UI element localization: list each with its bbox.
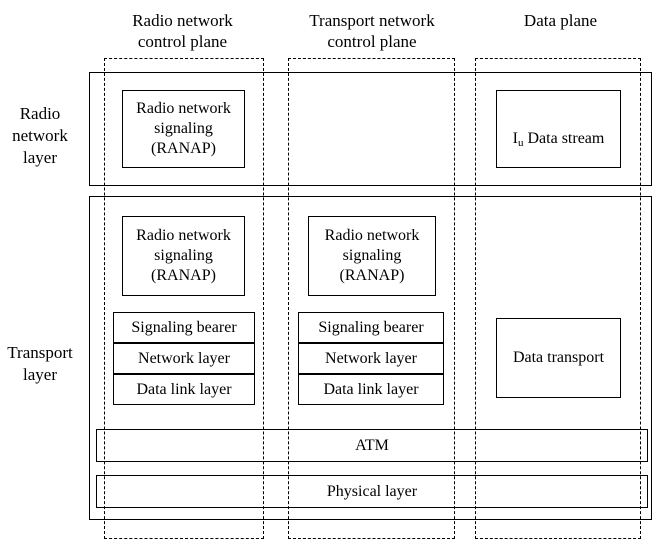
column-header-radio-network-control-plane: Radio network control plane <box>132 11 233 52</box>
row-label-radio-network-layer: Radio network layer <box>12 104 68 167</box>
transport-network-control-plane-frame <box>288 58 455 539</box>
data-transport-box: Data transport <box>496 318 621 398</box>
data-plane-frame <box>475 58 641 539</box>
transport-col2-data-link-layer: Data link layer <box>298 374 444 405</box>
transport-col1-network-layer: Network layer <box>113 343 255 374</box>
physical-layer-bar: Physical layer <box>96 475 648 508</box>
transport-col2-signaling-bearer: Signaling bearer <box>298 312 444 343</box>
radio-network-signaling-box: Radio network signaling (RANAP) <box>122 90 245 168</box>
row-label-transport-layer: Transport layer <box>7 343 73 384</box>
iu-data-stream-subscript: u <box>517 137 524 149</box>
transport-layer-frame <box>89 196 652 520</box>
radio-network-control-plane-frame <box>104 58 264 539</box>
transport-col2-network-layer: Network layer <box>298 343 444 374</box>
column-header-data-plane: Data plane <box>523 11 598 30</box>
iu-data-stream-label: Data stream <box>523 130 605 147</box>
radio-network-layer-frame <box>89 72 652 186</box>
iu-data-stream-main: I <box>512 130 518 147</box>
atm-bar: ATM <box>96 429 648 462</box>
transport-col1-signaling-bearer: Signaling bearer <box>113 312 255 343</box>
transport-col1-data-link-layer: Data link layer <box>113 374 255 405</box>
iu-data-stream-box: Iu Data stream <box>496 90 621 168</box>
column-header-transport-network-control-plane: Transport network control plane <box>309 11 435 52</box>
transport-col1-signaling-box: Radio network signaling (RANAP) <box>122 216 245 296</box>
transport-col2-signaling-box: Radio network signaling (RANAP) <box>308 216 436 296</box>
